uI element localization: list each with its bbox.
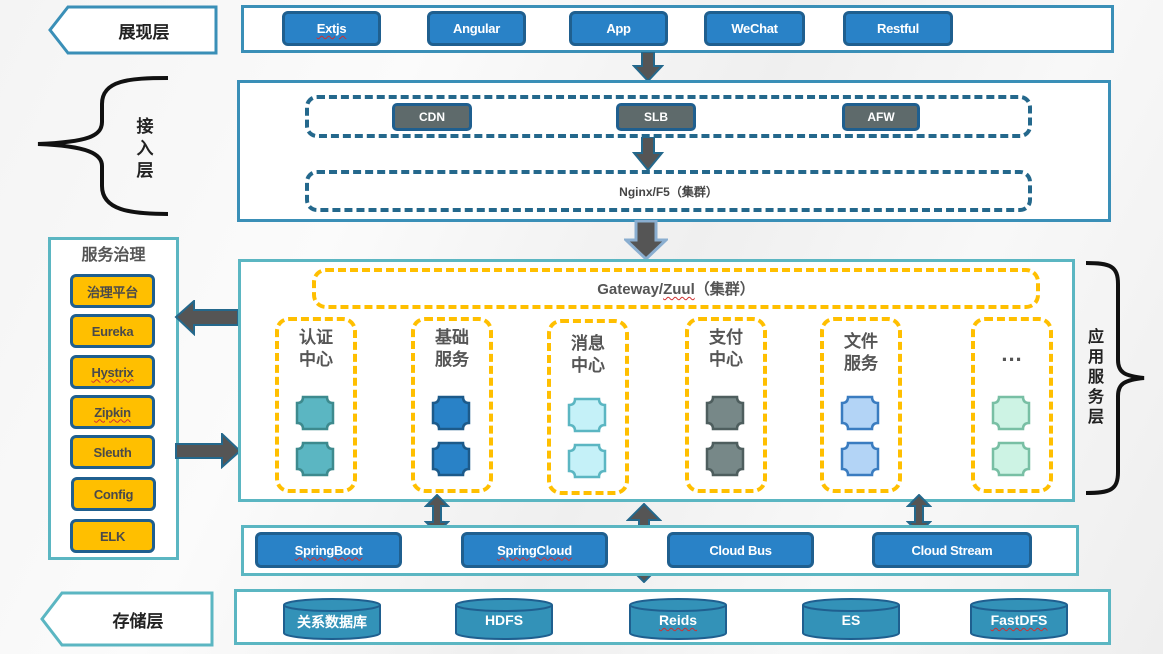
service-name: 基础 服务 [435,328,469,369]
governance-title: 服务治理 [81,247,146,264]
database-label: HDFS [484,612,524,628]
database-label: Reids [658,612,698,628]
database-icon [970,598,1068,640]
framework-cloud-bus[interactable]: Cloud Bus [667,532,814,568]
service-group[interactable]: 文件 服务 [820,317,902,493]
tech-app[interactable]: App [569,11,668,46]
edge-afw[interactable]: AFW [842,103,920,131]
edge-group [305,95,1032,138]
load-balancer-cluster [305,170,1032,212]
service-instance-icon[interactable] [295,441,335,477]
service-group[interactable]: 消息 中心 [547,319,629,495]
governance-eureka[interactable]: Eureka [70,314,155,348]
edge-slb[interactable]: SLB [616,103,696,131]
database-cylinder[interactable]: ES [801,597,901,641]
database-cylinder[interactable]: Reids [628,597,728,641]
service-name: 消息 中心 [571,334,605,375]
application-layer-brace-icon [1085,261,1145,495]
database-icon [802,598,900,640]
access-layer-label: 接 入 层 [136,117,154,180]
framework-springboot[interactable]: SpringBoot [255,532,402,568]
governance-sleuth[interactable]: Sleuth [70,435,155,469]
database-cylinder[interactable]: FastDFS [969,597,1069,641]
tech-extjs[interactable]: Extjs [282,11,381,46]
service-name: ... [1001,341,1023,366]
arrow-down-icon [632,52,664,82]
framework-cloud-stream[interactable]: Cloud Stream [872,532,1032,568]
tech-wechat[interactable]: WeChat [704,11,805,46]
service-instance-icon[interactable] [431,441,471,477]
service-instance-icon[interactable] [840,441,880,477]
governance-zipkin[interactable]: Zipkin [70,395,155,429]
service-group[interactable]: 支付 中心 [685,317,767,493]
arrow-right-icon [175,433,242,469]
database-cylinder[interactable]: 关系数据库 [282,597,382,641]
presentation-layer-label: 展现层 [118,22,170,42]
load-balancer-cluster-label: Nginx/F5（集群） [619,184,718,199]
service-group[interactable]: 认证 中心 [275,317,357,493]
service-group[interactable]: ... [971,317,1053,493]
tech-restful[interactable]: Restful [843,11,953,46]
presentation-layer-tag-shape [48,5,218,55]
governance-config[interactable]: Config [71,477,156,511]
storage-layer-tag-shape [40,591,214,647]
service-name: 认证 中心 [299,328,333,369]
service-instance-icon[interactable] [431,395,471,431]
database-cylinder[interactable]: HDFS [454,597,554,641]
database-icon [455,598,553,640]
database-icon [283,598,381,640]
access-layer-brace-icon [37,76,169,216]
presentation-layer-panel [241,5,1114,53]
application-layer-label: 应 用 服 务 层 [1087,329,1104,426]
gateway-cluster [312,268,1040,309]
governance-elk[interactable]: ELK [70,519,155,553]
service-instance-icon[interactable] [705,395,745,431]
storage-layer-label: 存储层 [112,611,164,631]
arrow-down-icon [624,220,668,260]
arrow-down-icon [632,137,664,171]
database-label: FastDFS [990,612,1048,628]
database-label: ES [841,612,861,628]
service-name: 支付 中心 [709,328,743,369]
service-group[interactable]: 基础 服务 [411,317,493,493]
service-instance-icon[interactable] [840,395,880,431]
service-instance-icon[interactable] [567,397,607,433]
tech-angular[interactable]: Angular [427,11,526,46]
service-instance-icon[interactable] [991,441,1031,477]
service-instance-icon[interactable] [991,395,1031,431]
database-icon [629,598,727,640]
gateway-cluster-label: Gateway/Zuul（集群） [597,281,755,298]
governance-platform[interactable]: 治理平台 [70,274,155,308]
service-name: 文件 服务 [844,332,878,373]
edge-cdn[interactable]: CDN [392,103,472,131]
service-instance-icon[interactable] [705,441,745,477]
arrow-left-icon [174,300,239,336]
database-label: 关系数据库 [297,614,367,630]
application-layer-panel [238,259,1075,502]
service-instance-icon[interactable] [567,443,607,479]
governance-hystrix[interactable]: Hystrix [70,355,155,389]
framework-springcloud[interactable]: SpringCloud [461,532,608,568]
service-instance-icon[interactable] [295,395,335,431]
